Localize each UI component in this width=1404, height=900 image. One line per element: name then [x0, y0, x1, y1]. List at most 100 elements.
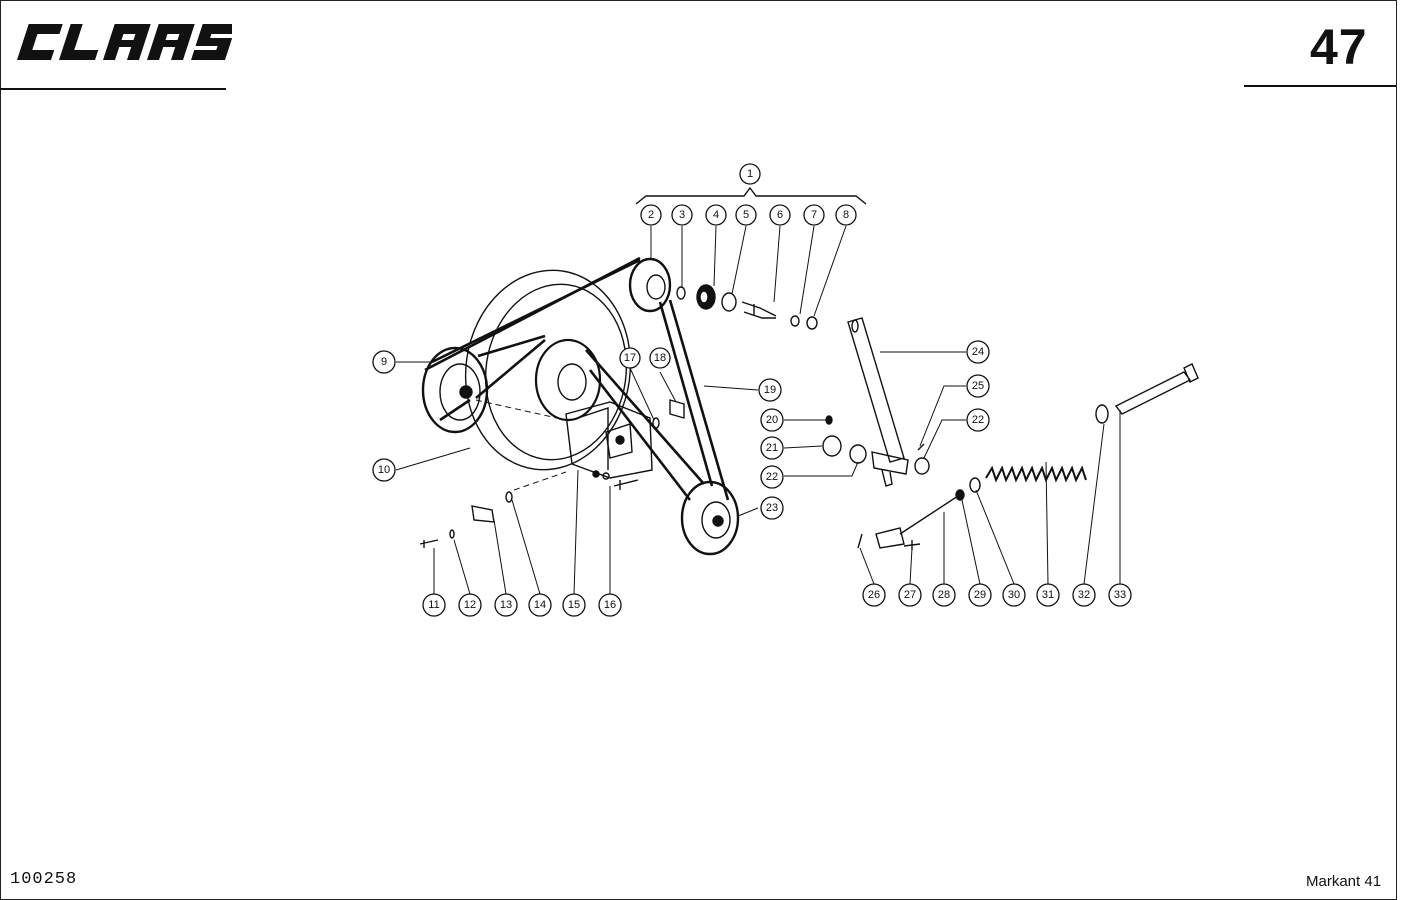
callout-9	[372, 350, 396, 374]
bush-21	[822, 435, 842, 457]
callout-label: 17	[624, 352, 636, 364]
callout-5	[735, 204, 757, 226]
washer-30	[969, 477, 981, 493]
nut-8	[806, 316, 818, 330]
callout-15	[562, 593, 586, 617]
callout-12	[458, 593, 482, 617]
callout-32	[1072, 583, 1096, 607]
clip-13	[471, 505, 495, 523]
mount-bracket	[565, 401, 653, 479]
callout-label: 14	[534, 599, 546, 611]
assembly-bracket	[635, 186, 867, 205]
callout-24	[966, 340, 990, 364]
callout-11	[422, 593, 446, 617]
bolt-16	[613, 479, 639, 490]
washer-3	[676, 286, 686, 300]
callout-label: 6	[777, 209, 783, 221]
callout-18	[649, 347, 671, 369]
callout-label: 30	[1008, 589, 1020, 601]
callout-label: 8	[843, 209, 849, 221]
pulley-middle	[534, 338, 602, 422]
callout-17	[619, 347, 641, 369]
callout-6	[769, 204, 791, 226]
callout-label: 12	[464, 599, 476, 611]
callout-label: 19	[764, 384, 776, 396]
callout-label: 2	[648, 209, 654, 221]
callout-label: 13	[500, 599, 512, 611]
callout-label: 28	[938, 589, 950, 601]
claas-logo	[17, 24, 232, 60]
callout-31	[1036, 583, 1060, 607]
callout-label: 27	[904, 589, 916, 601]
large-disc-rim	[484, 283, 628, 461]
callout-27	[898, 583, 922, 607]
washer-32	[1095, 404, 1109, 424]
clevis-27	[875, 527, 921, 550]
callout-14	[528, 593, 552, 617]
callout-label: 22	[972, 414, 984, 426]
frame-top	[0, 0, 1397, 1]
frame-right	[1396, 0, 1397, 900]
callout-28	[932, 583, 956, 607]
callout-label: 4	[713, 209, 719, 221]
callout-label: 16	[604, 599, 616, 611]
bush-22	[849, 444, 867, 464]
callout-19	[758, 378, 782, 402]
callout-30	[1002, 583, 1026, 607]
callout-label: 5	[743, 209, 749, 221]
callout-label: 22	[766, 471, 778, 483]
page-number: 47	[1310, 19, 1368, 75]
callout-label: 32	[1078, 589, 1090, 601]
header-rule-right	[1244, 85, 1396, 87]
pulley-2	[628, 257, 672, 313]
nipple-18	[669, 399, 685, 419]
callout-8	[835, 204, 857, 226]
callout-7	[803, 204, 825, 226]
nut-29	[955, 489, 965, 501]
large-disc	[464, 269, 632, 471]
bush-22-right	[914, 457, 930, 475]
model-name: Markant 41	[1306, 873, 1382, 890]
callout-label: 21	[766, 442, 778, 454]
spring-31	[985, 465, 1087, 483]
pin-26	[857, 533, 863, 549]
ball-20	[825, 415, 833, 425]
ring-12	[449, 529, 455, 539]
callout-2	[640, 204, 662, 226]
callout-label: 9	[381, 356, 387, 368]
callout-10	[372, 458, 396, 482]
callout-21	[760, 436, 784, 460]
ring-14	[505, 491, 513, 503]
washer-7	[790, 315, 800, 327]
callout-26	[862, 583, 886, 607]
frame-left	[0, 0, 1, 900]
callout-label: 7	[811, 209, 817, 221]
callout-label: 20	[766, 414, 778, 426]
callout-33	[1108, 583, 1132, 607]
callout-label: 25	[972, 380, 984, 392]
ring-17	[652, 417, 660, 429]
callout-label: 15	[568, 599, 580, 611]
callout-16	[598, 593, 622, 617]
callout-29	[968, 583, 992, 607]
belt-inner	[475, 339, 705, 501]
callout-1	[739, 163, 761, 185]
callout-label: 29	[974, 589, 986, 601]
callout-25	[966, 374, 990, 398]
callout-4	[705, 204, 727, 226]
callout-label: 11	[428, 599, 439, 611]
callout-label: 23	[766, 502, 778, 514]
callout-22b	[966, 408, 990, 432]
document-number: 100258	[10, 870, 78, 889]
belt-upper	[424, 256, 730, 501]
callout-label: 10	[378, 464, 390, 476]
bolt-33	[1114, 363, 1199, 415]
callout-20	[760, 408, 784, 432]
bolt-6	[741, 301, 777, 319]
rod-28	[899, 495, 959, 535]
callout-label: 26	[868, 589, 880, 601]
callout-label: 33	[1114, 589, 1126, 601]
callout-label: 1	[747, 168, 753, 180]
callout-label: 3	[679, 209, 685, 221]
